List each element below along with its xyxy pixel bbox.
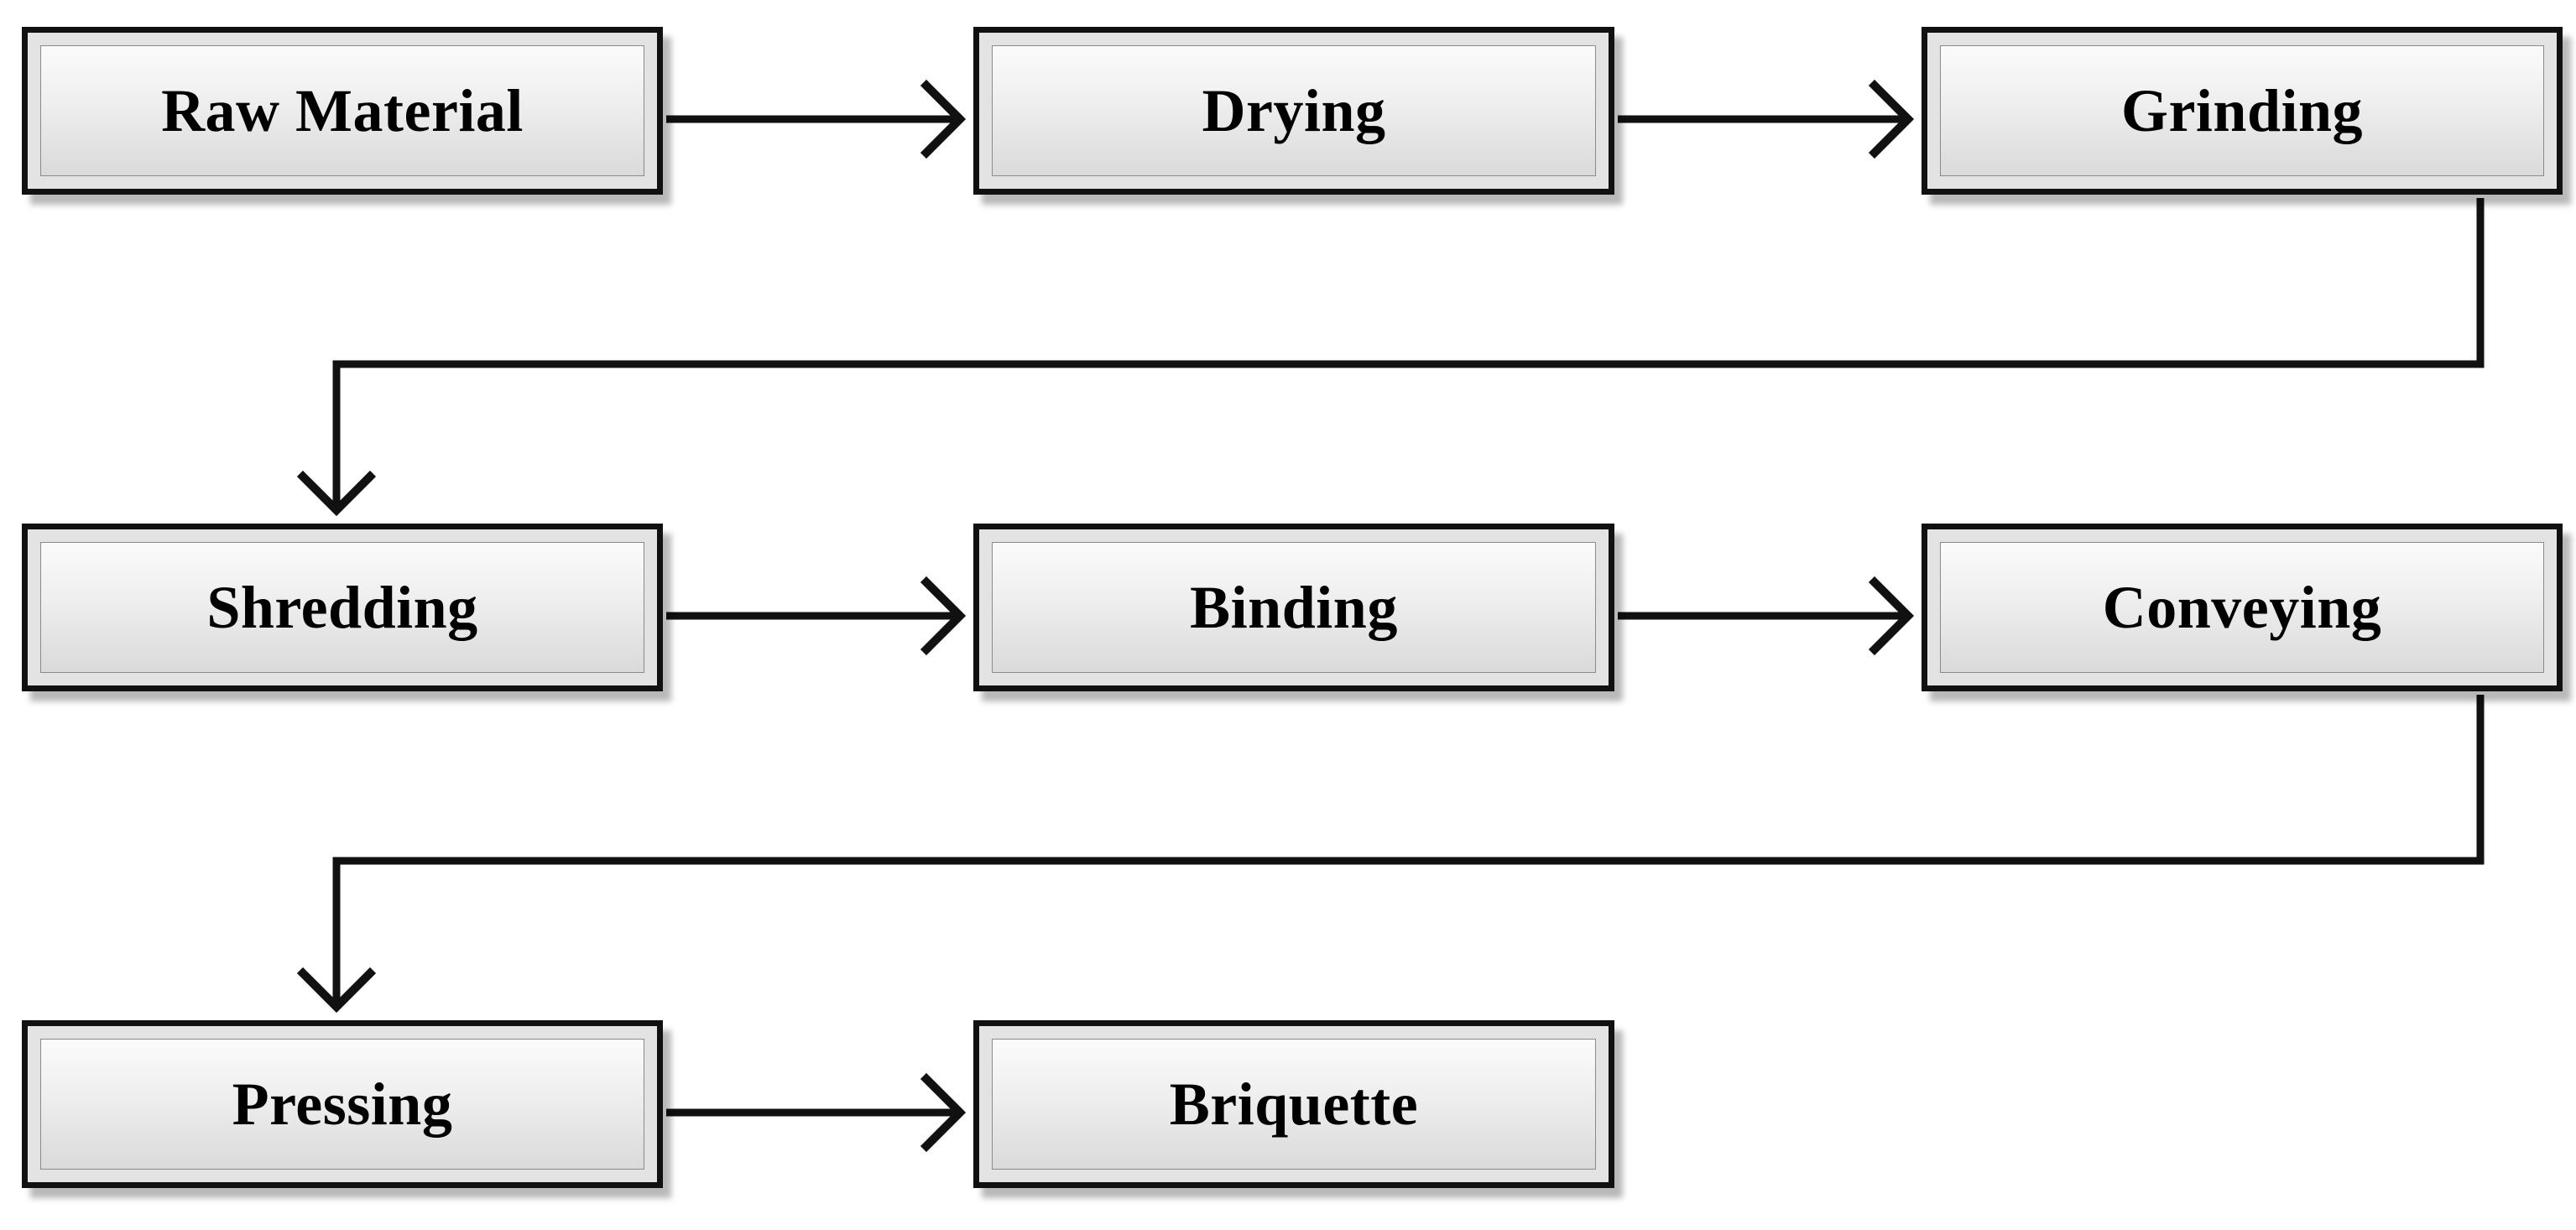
node-grinding: Grinding xyxy=(1922,27,2563,195)
edge-binding-to-conveying-arrowhead xyxy=(1868,576,1915,656)
edge-conveying-to-pressing-arrowhead xyxy=(296,967,377,1014)
node-raw-material-label: Raw Material xyxy=(161,76,524,144)
edge-raw-material-to-drying-arrowhead xyxy=(920,79,967,159)
edge-grinding-to-shredding-arrowhead xyxy=(296,470,377,517)
node-pressing-label: Pressing xyxy=(232,1070,453,1138)
node-conveying-face: Conveying xyxy=(1940,542,2544,673)
node-briquette-face: Briquette xyxy=(992,1039,1596,1170)
node-shredding-label: Shredding xyxy=(206,573,478,641)
node-binding: Binding xyxy=(973,524,1614,691)
edge-drying-to-grinding-arrowhead xyxy=(1868,79,1915,159)
edge-grinding-to-shredding-line xyxy=(332,198,2485,510)
node-pressing: Pressing xyxy=(22,1020,663,1188)
node-drying-label: Drying xyxy=(1202,76,1386,144)
node-binding-label: Binding xyxy=(1190,573,1398,641)
edge-shredding-to-binding-arrowhead xyxy=(920,576,967,656)
node-grinding-face: Grinding xyxy=(1940,45,2544,176)
node-briquette: Briquette xyxy=(973,1020,1614,1188)
node-grinding-label: Grinding xyxy=(2120,76,2364,144)
node-shredding: Shredding xyxy=(22,524,663,691)
edge-pressing-to-briquette-arrowhead xyxy=(920,1072,967,1153)
node-conveying: Conveying xyxy=(1922,524,2563,691)
edge-conveying-to-pressing-line xyxy=(332,695,2485,1007)
node-raw-material: Raw Material xyxy=(22,27,663,195)
node-briquette-label: Briquette xyxy=(1169,1070,1419,1138)
node-binding-face: Binding xyxy=(992,542,1596,673)
node-drying: Drying xyxy=(973,27,1614,195)
node-shredding-face: Shredding xyxy=(40,542,644,673)
node-raw-material-face: Raw Material xyxy=(40,45,644,176)
node-conveying-label: Conveying xyxy=(2102,573,2382,641)
node-pressing-face: Pressing xyxy=(40,1039,644,1170)
node-drying-face: Drying xyxy=(992,45,1596,176)
